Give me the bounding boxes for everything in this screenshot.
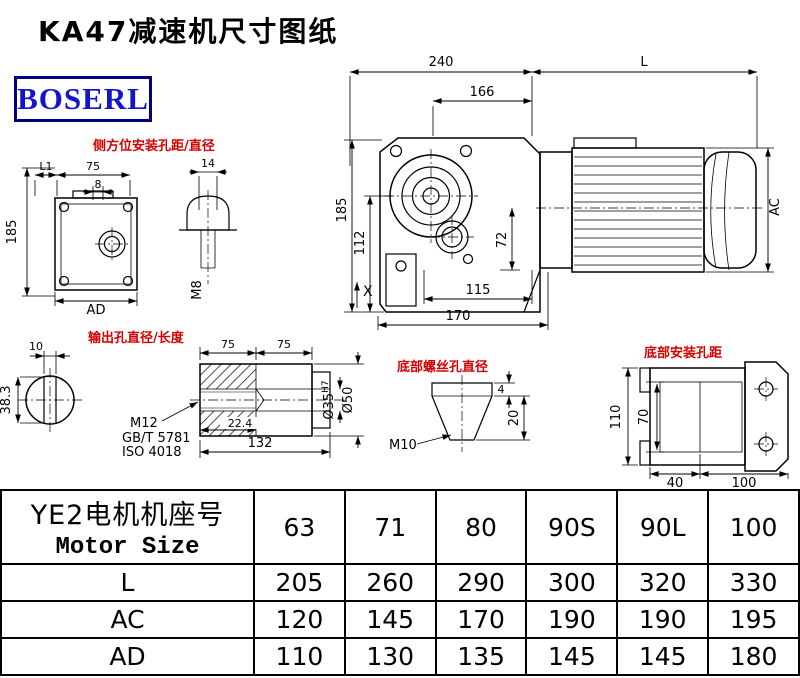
dim-14: 14	[201, 157, 215, 170]
table-row-L: L 205 260 290 300 320 330	[0, 563, 800, 602]
table-cell: 145	[616, 637, 710, 676]
dim-22-4: 22.4	[228, 417, 253, 430]
dim-72: 72	[495, 232, 510, 249]
bolt-detail: 14 M8	[179, 157, 237, 300]
dim-M8: M8	[190, 280, 205, 300]
table-cell: 130	[343, 637, 437, 676]
dim-185-side: 185	[5, 220, 20, 245]
col-header-4: 90L	[616, 489, 710, 565]
dim-166: 166	[470, 85, 495, 100]
table-cell: 330	[707, 563, 800, 602]
mount-view: 底部安装孔距 110 70 40 100	[609, 345, 789, 490]
table-cell: 190	[616, 600, 710, 639]
dim-10: 10	[29, 340, 43, 353]
dim-shaft-diameter: Ø50	[341, 387, 356, 414]
motor-fins	[574, 156, 702, 266]
table-cell: 145	[343, 600, 437, 639]
main-view: 240 L 166 185 112 72 X 115 170 AC	[335, 55, 783, 330]
output-view: 输出孔直径/长度 10 38.3	[0, 330, 364, 460]
row-label-2: AD	[0, 637, 255, 676]
col-header-3: 90S	[525, 489, 619, 565]
table-cell: 135	[434, 637, 528, 676]
dim-L1: L1	[39, 160, 52, 173]
dim-AC: AC	[768, 198, 783, 216]
dim-240: 240	[429, 55, 454, 70]
col-header-2: 80	[434, 489, 528, 565]
dim-70: 70	[637, 409, 652, 426]
dim-M10: M10	[389, 438, 417, 453]
gearbox-foot-detail	[385, 253, 417, 307]
table-row-AD: AD 110 130 135 145 145 180	[0, 637, 800, 676]
mount-body	[649, 367, 746, 466]
table-cell: 190	[525, 600, 619, 639]
dim-75-side: 75	[86, 160, 100, 173]
label-side-mount: 侧方位安装孔距/直径	[93, 138, 215, 154]
table-header-cell: YE2电机机座号 Motor Size	[0, 489, 255, 565]
col-header-0: 63	[253, 489, 346, 565]
table-row-AC: AC 120 145 170 190 190 195	[0, 600, 800, 639]
technical-drawing: 240 L 166 185 112 72 X 115 170 AC 侧方位安装孔…	[0, 55, 789, 490]
standard-iso: ISO 4018	[122, 445, 182, 460]
dim-40: 40	[667, 476, 684, 490]
centerlines	[384, 149, 764, 259]
label-bottom-mount: 底部安装孔距	[644, 345, 722, 361]
motor-body	[571, 147, 705, 273]
dim-75b: 75	[277, 338, 291, 351]
mount-flange	[744, 361, 789, 472]
boserl-logo-text: BOSERL	[17, 81, 149, 116]
dim-bore-diameter: Ø35H7	[321, 380, 337, 419]
standard-gbt: GB/T 5781	[122, 431, 191, 446]
screw-view: 底部螺丝孔直径 4 20 M10	[389, 359, 530, 453]
table-header-cn: YE2电机机座号	[30, 500, 225, 531]
motor-fan-cap	[703, 151, 757, 269]
row-label-0: L	[0, 563, 255, 602]
motor-size-table: YE2电机机座号 Motor Size 63 71 80 90S 90L 100…	[0, 489, 800, 676]
dim-115: 115	[466, 283, 491, 298]
dim-20: 20	[507, 410, 522, 427]
dim-132: 132	[248, 436, 273, 451]
col-header-5: 100	[707, 489, 800, 565]
dim-112: 112	[353, 231, 368, 256]
dim-M12: M12	[130, 416, 158, 431]
label-output-hole: 输出孔直径/长度	[88, 330, 185, 346]
dim-100: 100	[732, 476, 757, 490]
dim-X: X	[363, 284, 373, 300]
motor-flange	[539, 151, 573, 269]
table-cell: 195	[707, 600, 800, 639]
dim-AD: AD	[87, 303, 106, 318]
dim-185: 185	[335, 198, 350, 223]
table-cell: 145	[525, 637, 619, 676]
table-cell: 120	[253, 600, 346, 639]
dim-L: L	[640, 55, 648, 70]
label-bottom-screw: 底部螺丝孔直径	[397, 359, 488, 375]
table-cell: 300	[525, 563, 619, 602]
dim-8: 8	[95, 178, 102, 191]
side-view: 侧方位安装孔距/直径 L1 75 8 185 AD	[5, 138, 215, 318]
table-cell: 180	[707, 637, 800, 676]
col-header-1: 71	[343, 489, 437, 565]
boserl-logo: BOSERL	[14, 76, 152, 122]
dim-110: 110	[609, 405, 624, 430]
row-label-1: AC	[0, 600, 255, 639]
dim-170: 170	[446, 309, 471, 324]
table-cell: 290	[434, 563, 528, 602]
table-cell: 110	[253, 637, 346, 676]
table-cell: 170	[434, 600, 528, 639]
dim-4: 4	[498, 383, 505, 396]
table-header-row: YE2电机机座号 Motor Size 63 71 80 90S 90L 100	[0, 489, 800, 565]
page-title: KA47减速机尺寸图纸	[38, 15, 339, 48]
table-header-en: Motor Size	[55, 534, 200, 561]
table-cell: 320	[616, 563, 710, 602]
dim-75a: 75	[221, 338, 235, 351]
dim-38-3: 38.3	[0, 386, 14, 415]
table-cell: 260	[343, 563, 437, 602]
table-cell: 205	[253, 563, 346, 602]
